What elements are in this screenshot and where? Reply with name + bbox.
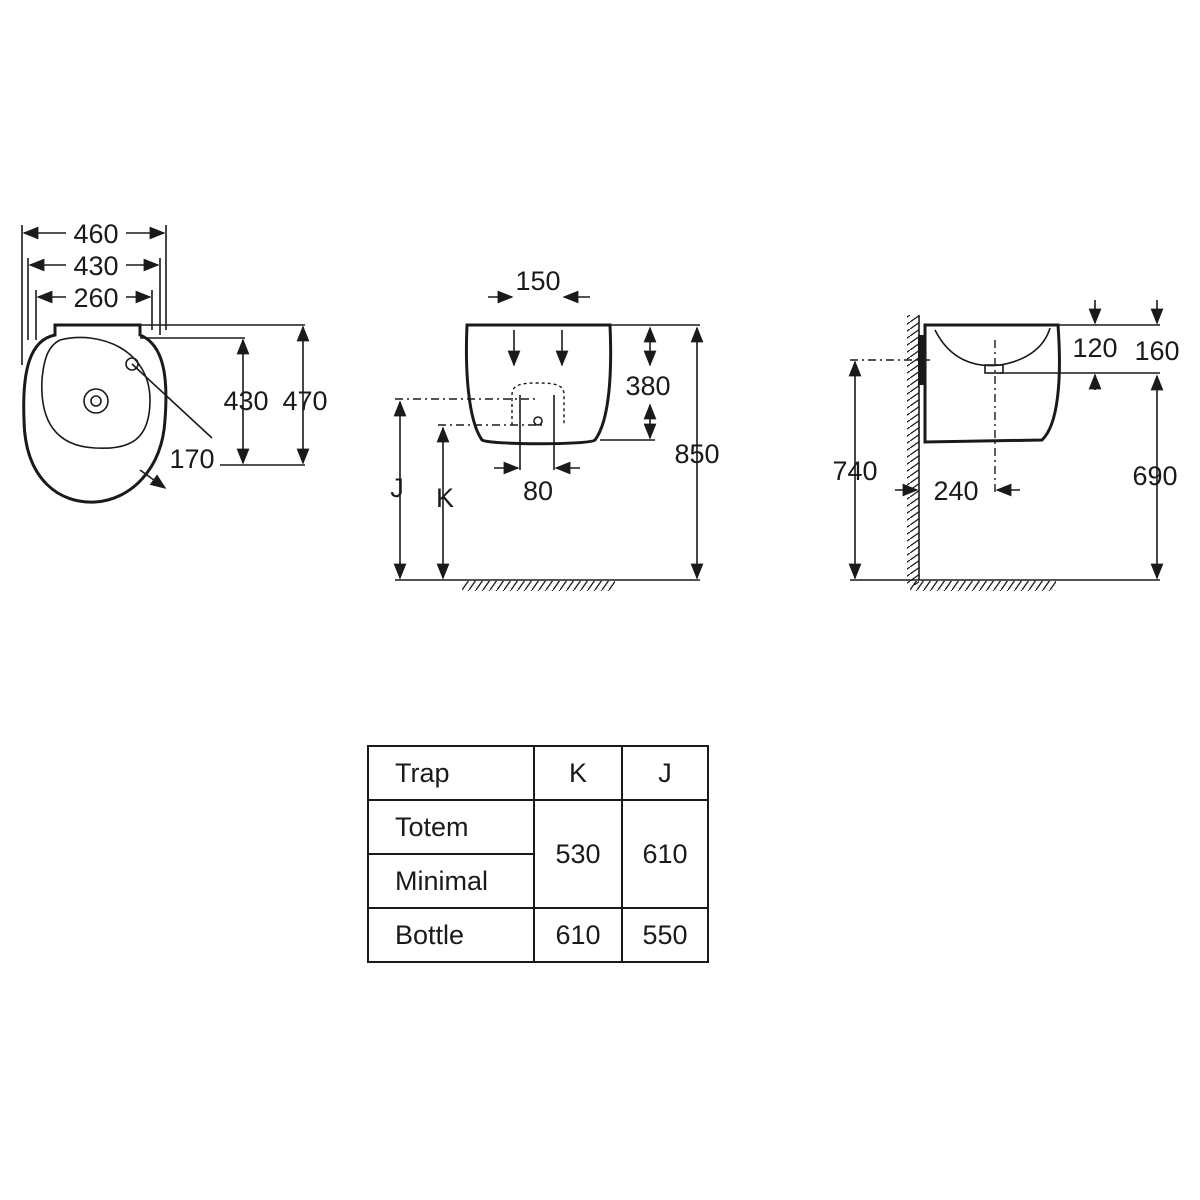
dim-690: 690: [1132, 461, 1177, 491]
dim-470: 470: [282, 386, 327, 416]
j-totem-minimal: 610: [621, 799, 709, 909]
trap-height-table: Trap K J Totem 530 610 Minimal Bottle 61…: [367, 745, 709, 963]
floor-hatching-side: [910, 581, 1056, 591]
header-trap: Trap: [367, 745, 535, 801]
trap-minimal: Minimal: [367, 853, 535, 909]
dim-430-width: 430: [73, 251, 118, 281]
trap-bottle: Bottle: [367, 907, 535, 963]
dim-850: 850: [674, 439, 719, 469]
dim-460: 460: [73, 219, 118, 249]
dim-120: 120: [1072, 333, 1117, 363]
basin-side-outline: [923, 323, 1061, 444]
table-row: Bottle 610 550: [367, 907, 709, 963]
dim-160: 160: [1134, 336, 1179, 366]
wall-hatching: [907, 315, 919, 585]
table-row: Minimal: [367, 853, 708, 909]
dim-260: 260: [73, 283, 118, 313]
k-totem-minimal: 530: [533, 799, 623, 909]
trap-totem: Totem: [367, 799, 535, 855]
header-k: K: [533, 745, 623, 801]
basin-front-outline: [464, 323, 613, 446]
dim-240: 240: [933, 476, 978, 506]
header-j: J: [621, 745, 709, 801]
top-view: 460 430 260 430 470 170: [21, 219, 328, 504]
front-view: 150 380 850 80 J K: [390, 266, 720, 591]
dim-k: K: [436, 483, 454, 513]
table-row: Totem 530 610: [367, 799, 709, 909]
j-bottle: 550: [621, 907, 709, 963]
k-bottle: 610: [533, 907, 623, 963]
floor-hatching: [462, 581, 615, 591]
side-view: 120 160 740 240 690: [832, 300, 1180, 591]
dim-j: J: [390, 473, 404, 503]
table-header-row: Trap K J: [367, 745, 709, 801]
dim-170: 170: [169, 444, 214, 474]
dim-380: 380: [625, 371, 670, 401]
dim-80: 80: [523, 476, 553, 506]
dim-150: 150: [515, 266, 560, 296]
dim-430-depth: 430: [223, 386, 268, 416]
dim-740: 740: [832, 456, 877, 486]
